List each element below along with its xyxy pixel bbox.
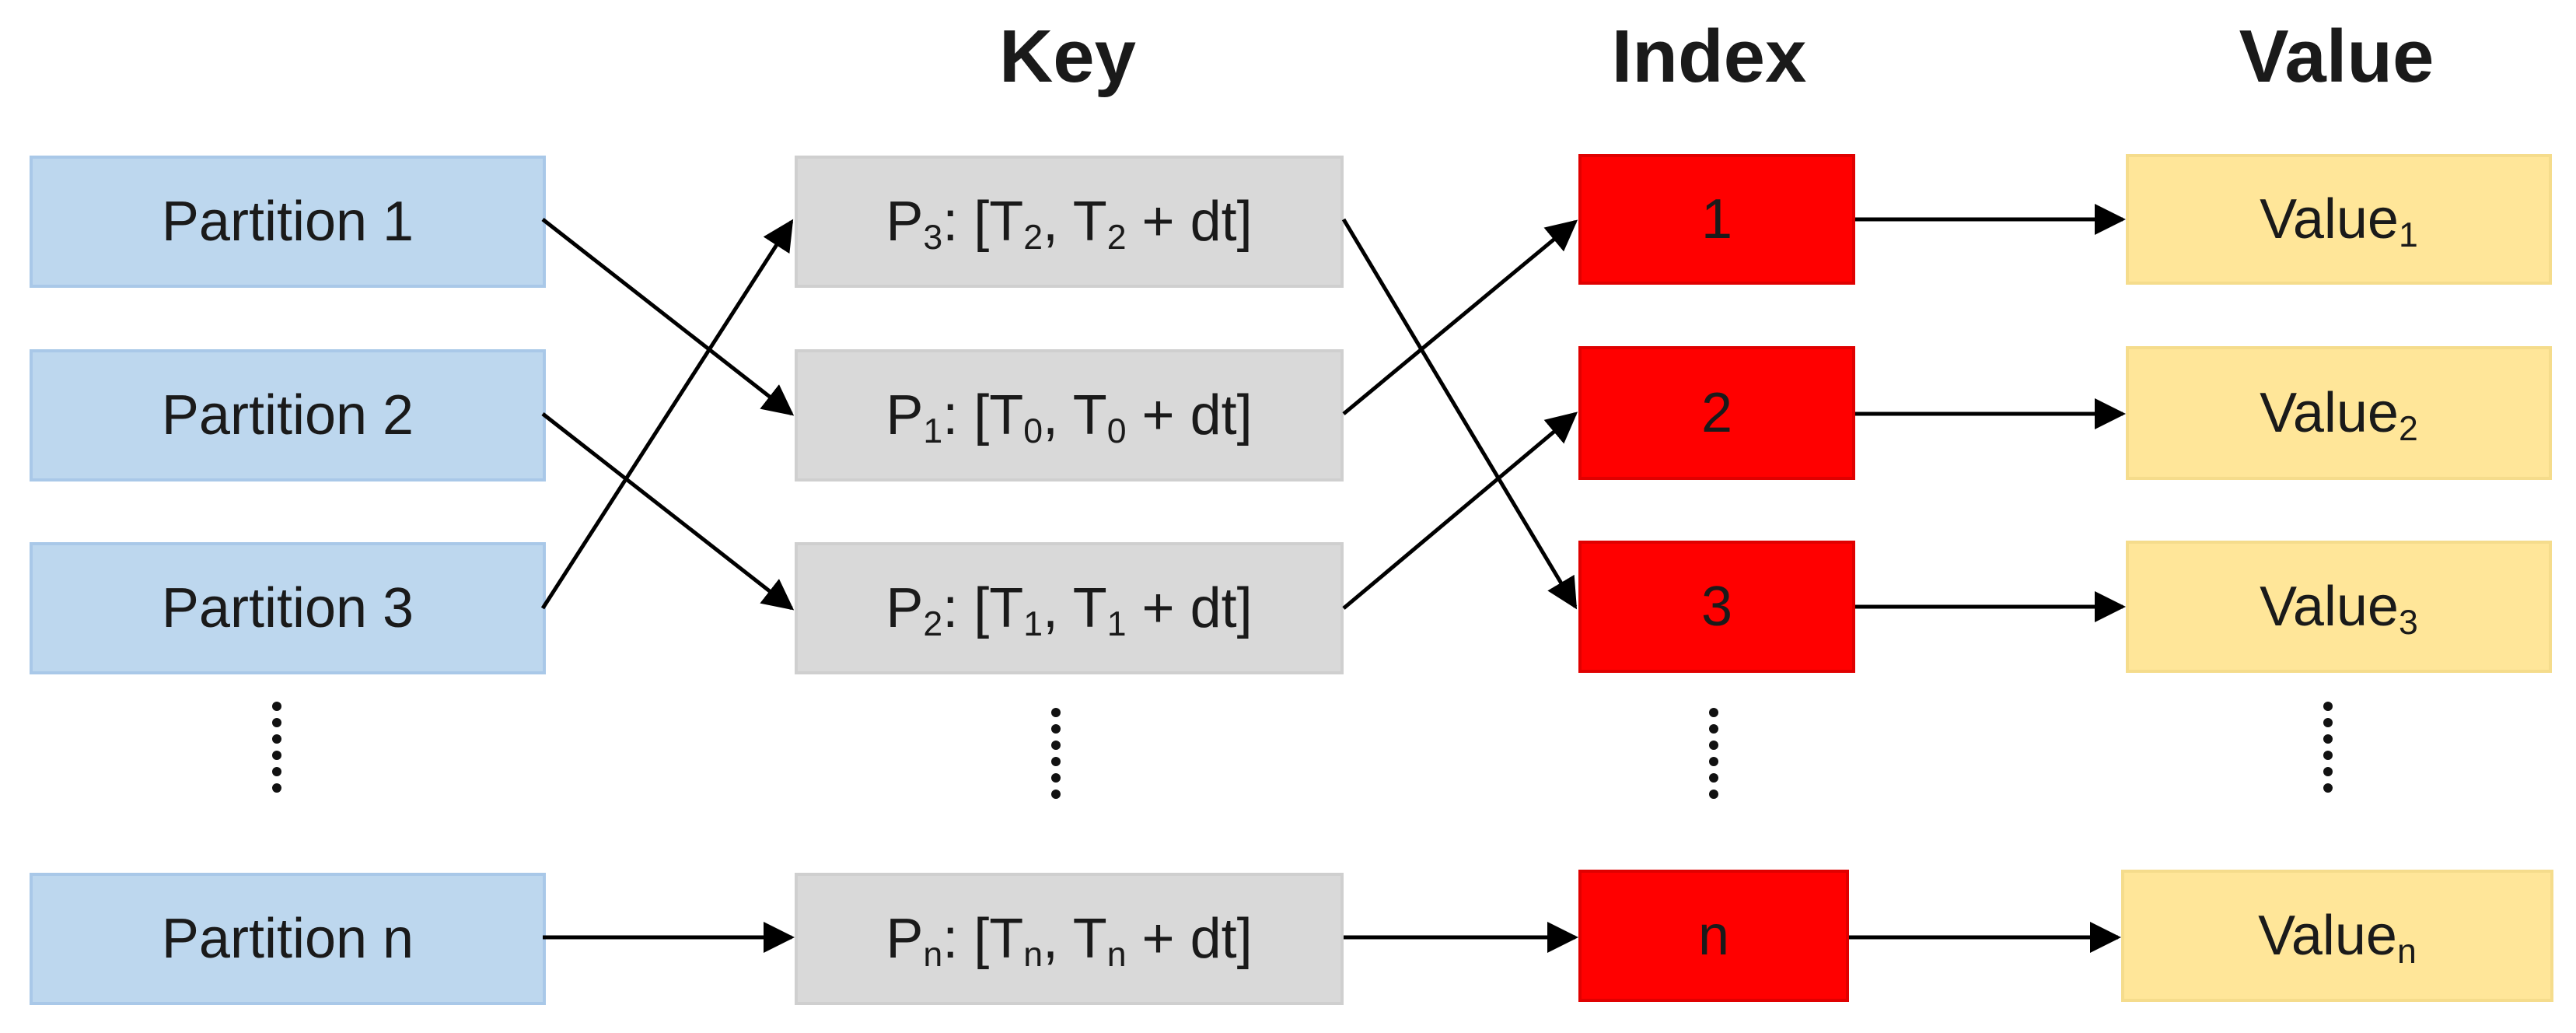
key-pn-box: Pn: [Tn, Tn + dt] [795,873,1344,1005]
key-text: Pn: [Tn, Tn + dt] [886,908,1253,975]
value-text: Value2 [2260,382,2418,449]
index-header: Index [1611,15,1807,98]
partition-3-box: Partition 3 [30,542,546,674]
partition-2-box: Partition 2 [30,349,546,481]
value-3-box: Value3 [2126,541,2552,673]
value-2-box: Value2 [2126,346,2552,480]
index-1-box: 1 [1578,154,1855,285]
index-ellipsis [1709,708,1718,806]
value-text: Value1 [2260,188,2418,255]
value-text: Valuen [2258,905,2417,972]
key-p3-box: P3: [T2, T2 + dt] [795,156,1344,288]
value-ellipsis [2323,702,2333,800]
arrow-partition1-to-key-p1 [541,218,795,416]
partition-n-box: Partition n [30,873,546,1005]
arrow-key-p2-to-index-2 [1342,411,1578,610]
index-3-box: 3 [1578,541,1855,673]
index-2-box: 2 [1578,346,1855,480]
arrow-key-p1-to-index-1 [1342,219,1578,415]
arrow-partition3-to-key-p3 [540,219,794,610]
key-header: Key [998,15,1137,98]
value-n-box: Valuen [2121,870,2553,1002]
key-text: P1: [T0, T0 + dt] [886,384,1253,451]
value-text: Value3 [2260,576,2418,643]
key-ellipsis [1051,708,1061,806]
index-n-box: n [1578,870,1849,1002]
value-header: Value [2239,15,2434,98]
arrow-partition2-to-key-p2 [541,412,795,611]
partition-ellipsis [272,702,281,800]
key-text: P3: [T2, T2 + dt] [886,191,1253,257]
key-p1-box: P1: [T0, T0 + dt] [795,349,1344,481]
value-1-box: Value1 [2126,154,2552,285]
key-text: P2: [T1, T1 + dt] [886,577,1253,644]
arrow-key-p3-to-index-3 [1341,218,1578,610]
key-p2-box: P2: [T1, T1 + dt] [795,542,1344,674]
